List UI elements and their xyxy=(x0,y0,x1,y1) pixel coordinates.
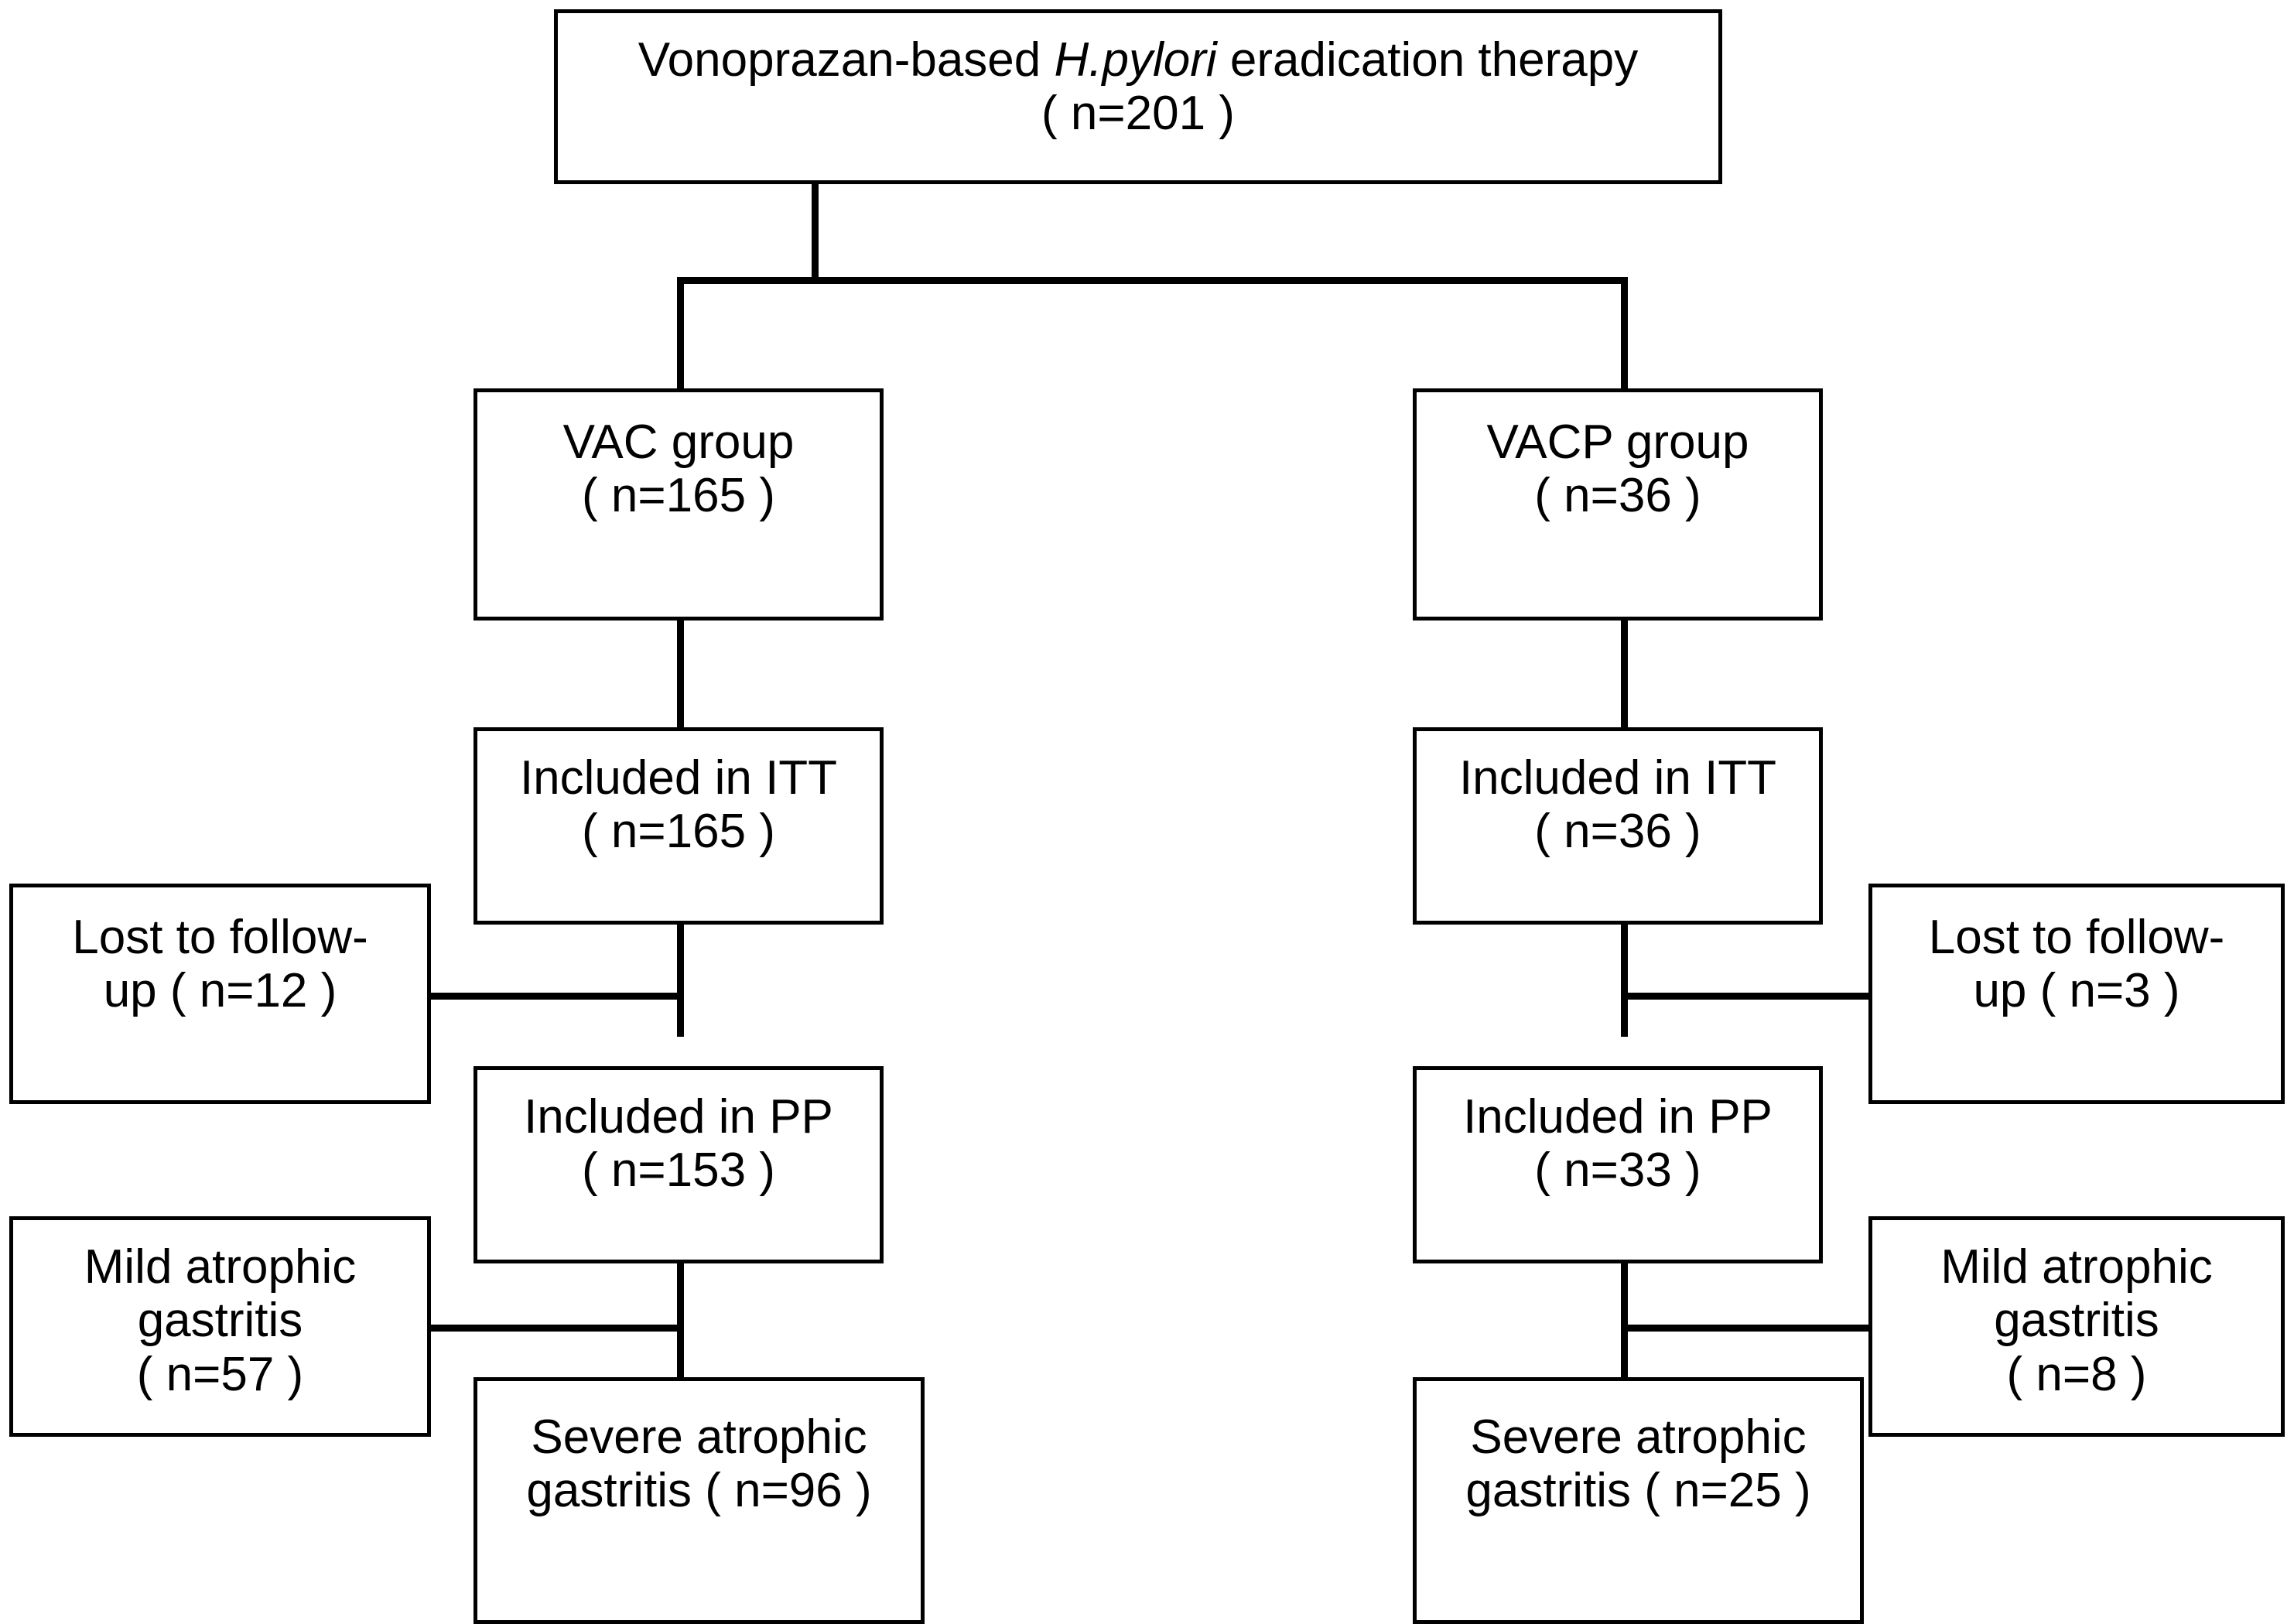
node-vac-pp: Included in PP ( n=153 ) xyxy=(474,1066,884,1263)
connector-split-bar xyxy=(677,277,1628,284)
vacp-mild-line-1: Mild atrophic xyxy=(1940,1240,2213,1294)
vacp-severe-line-2: gastritis ( n=25 ) xyxy=(1465,1464,1811,1518)
vacp-group-line-1: VACP group xyxy=(1486,415,1749,469)
vac-severe-line-1: Severe atrophic xyxy=(531,1410,867,1464)
enrollment-line-1: Vonoprazan-based H.pylori eradication th… xyxy=(638,33,1639,87)
vac-group-line-2: ( n=165 ) xyxy=(582,469,775,523)
vac-mild-line-2: gastritis xyxy=(137,1294,303,1348)
node-vacp-lost-to-follow-up: Lost to follow- up ( n=3 ) xyxy=(1868,884,2285,1104)
node-vacp-severe-atrophic-gastritis: Severe atrophic gastritis ( n=25 ) xyxy=(1413,1377,1864,1624)
connector-vac-lost-branch xyxy=(223,993,681,1000)
connector-vacp-itt-to-pp xyxy=(1621,921,1628,1037)
node-vacp-pp: Included in PP ( n=33 ) xyxy=(1413,1066,1823,1263)
connector-vac-mild-branch xyxy=(223,1325,681,1332)
vacp-lost-line-1: Lost to follow- xyxy=(1928,911,2225,964)
node-vac-mild-atrophic-gastritis: Mild atrophic gastritis ( n=57 ) xyxy=(9,1216,431,1437)
vacp-mild-line-3: ( n=8 ) xyxy=(2006,1347,2147,1401)
node-vac-group: VAC group ( n=165 ) xyxy=(474,388,884,621)
vac-mild-line-1: Mild atrophic xyxy=(84,1240,357,1294)
node-enrollment: Vonoprazan-based H.pylori eradication th… xyxy=(554,9,1722,184)
vac-pp-line-2: ( n=153 ) xyxy=(582,1144,775,1198)
vac-itt-line-2: ( n=165 ) xyxy=(582,805,775,859)
node-vac-itt: Included in ITT ( n=165 ) xyxy=(474,727,884,925)
vacp-pp-line-2: ( n=33 ) xyxy=(1534,1144,1701,1198)
vac-itt-line-1: Included in ITT xyxy=(519,751,838,805)
vac-lost-line-2: up ( n=12 ) xyxy=(103,964,337,1018)
node-vac-severe-atrophic-gastritis: Severe atrophic gastritis ( n=96 ) xyxy=(474,1377,925,1624)
enrollment-line-2: ( n=201 ) xyxy=(1041,87,1235,141)
connector-vacp-lost-branch xyxy=(1621,993,1868,1000)
vacp-itt-line-1: Included in ITT xyxy=(1458,751,1777,805)
node-vacp-mild-atrophic-gastritis: Mild atrophic gastritis ( n=8 ) xyxy=(1868,1216,2285,1437)
vac-lost-line-1: Lost to follow- xyxy=(72,911,368,964)
vac-severe-line-2: gastritis ( n=96 ) xyxy=(526,1464,872,1518)
connector-vac-group-to-itt xyxy=(677,619,684,730)
connector-root-down xyxy=(812,180,819,281)
connector-vacp-mild-branch xyxy=(1621,1325,1868,1332)
connector-vacp-pp-to-severe xyxy=(1621,1257,1628,1377)
node-vac-lost-to-follow-up: Lost to follow- up ( n=12 ) xyxy=(9,884,431,1104)
vacp-itt-line-2: ( n=36 ) xyxy=(1534,805,1701,859)
vacp-mild-line-2: gastritis xyxy=(1994,1294,2159,1348)
node-vacp-itt: Included in ITT ( n=36 ) xyxy=(1413,727,1823,925)
vacp-severe-line-1: Severe atrophic xyxy=(1470,1410,1807,1464)
vacp-pp-line-1: Included in PP xyxy=(1463,1090,1773,1144)
node-vacp-group: VACP group ( n=36 ) xyxy=(1413,388,1823,621)
connector-vac-itt-to-pp xyxy=(677,921,684,1037)
vacp-group-line-2: ( n=36 ) xyxy=(1534,469,1701,523)
connector-vacp-group-to-itt xyxy=(1621,619,1628,730)
vac-pp-line-1: Included in PP xyxy=(524,1090,833,1144)
connector-to-vac-group xyxy=(677,277,684,395)
vac-group-line-1: VAC group xyxy=(562,415,795,469)
connector-vac-pp-to-severe xyxy=(677,1257,684,1377)
connector-to-vacp-group xyxy=(1621,277,1628,395)
vacp-lost-line-2: up ( n=3 ) xyxy=(1973,964,2180,1018)
vac-mild-line-3: ( n=57 ) xyxy=(136,1347,304,1401)
